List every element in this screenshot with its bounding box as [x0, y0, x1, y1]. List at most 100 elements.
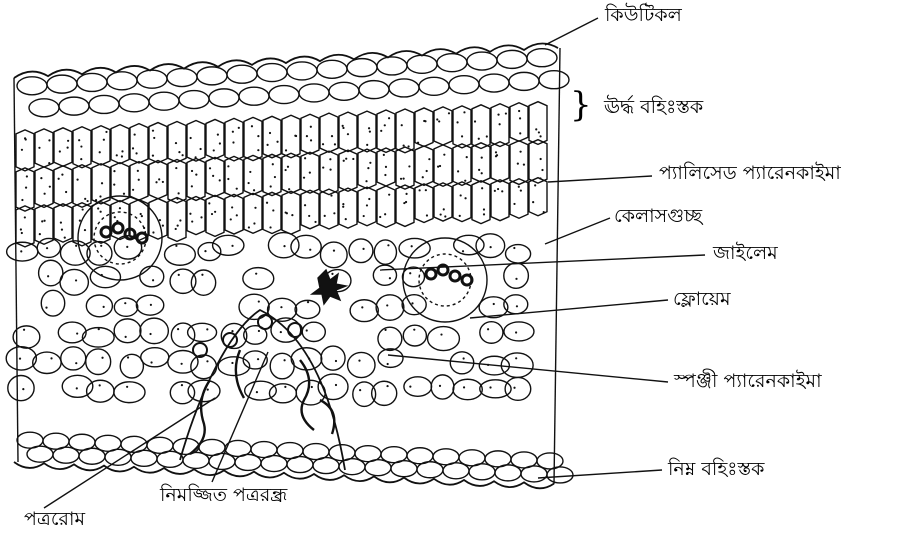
spongy-cell [218, 357, 250, 376]
spongy-cell [302, 322, 325, 341]
chloroplast [436, 118, 438, 120]
chloroplast [342, 206, 344, 208]
palisade-cell [187, 158, 205, 200]
chloroplast [75, 279, 77, 281]
spongy-cell [295, 300, 320, 318]
spongy-cell [114, 298, 137, 316]
chloroplast [121, 150, 123, 152]
spongy-cell [349, 239, 373, 263]
chloroplast [227, 178, 229, 180]
epidermis-cell [347, 59, 377, 77]
chloroplast [178, 192, 180, 194]
chloroplast [178, 151, 180, 153]
chloroplast [207, 389, 209, 391]
chloroplast [486, 135, 488, 137]
chloroplast [95, 199, 97, 201]
chloroplast [100, 245, 102, 247]
trichome-hair [320, 400, 334, 434]
palisade-cell [206, 157, 224, 196]
chloroplast [440, 333, 442, 335]
chloroplast [79, 220, 81, 222]
chloroplast [490, 246, 492, 248]
chloroplast [76, 178, 78, 180]
chloroplast [494, 190, 496, 192]
stoma [223, 333, 237, 347]
chloroplast [65, 191, 67, 193]
chloroplast [61, 173, 63, 175]
spongy-cell [269, 384, 296, 403]
chloroplast [150, 361, 152, 363]
lower-epidermis-cell [547, 467, 573, 483]
chloroplast [26, 175, 28, 177]
chloroplast [48, 139, 50, 141]
chloroplast [43, 220, 45, 222]
chloroplast [231, 362, 233, 364]
spongy-cell [61, 347, 86, 370]
chloroplast [59, 150, 61, 152]
epidermis-cell [77, 73, 107, 91]
palisade-cell [434, 183, 452, 221]
spongy-cell [453, 379, 482, 399]
chloroplast [38, 147, 40, 149]
spongy-cell [321, 346, 345, 370]
palisade-cell [187, 196, 205, 234]
spongy-cell [270, 353, 294, 378]
epidermis-cell [467, 52, 497, 70]
chloroplast [141, 215, 143, 217]
palisade-cell [377, 110, 395, 152]
chloroplast [82, 208, 84, 210]
chloroplast [369, 162, 371, 164]
spongy-cell [243, 268, 274, 290]
epidermis-cell [59, 97, 89, 115]
chloroplast [448, 112, 450, 114]
palisade-cell [415, 108, 433, 147]
chloroplast [411, 245, 413, 247]
chloroplast [99, 151, 101, 153]
chloroplast [78, 139, 80, 141]
chloroplast [417, 142, 419, 144]
chloroplast [21, 232, 23, 234]
chloroplast [100, 211, 102, 213]
chloroplast [439, 385, 441, 387]
chloroplast [518, 110, 520, 112]
epidermis-cell [257, 64, 287, 82]
epidermis-cell [209, 89, 239, 107]
chloroplast [231, 245, 233, 247]
chloroplast [523, 164, 525, 166]
chloroplast [308, 358, 310, 360]
spongy-cell [476, 234, 505, 258]
chloroplast [22, 388, 24, 390]
chloroplast [401, 124, 403, 126]
chloroplast [519, 151, 521, 153]
epidermis-cell [407, 55, 437, 73]
palisade-cell [320, 113, 338, 152]
spongy-cell [320, 242, 347, 268]
chloroplast [209, 167, 211, 169]
chloroplast [50, 357, 52, 359]
spongy-cell [428, 327, 460, 351]
epidermis-cell [239, 87, 269, 105]
chloroplast [463, 386, 465, 388]
spongy-cell [140, 266, 164, 287]
chloroplast [422, 176, 424, 178]
chloroplast [369, 131, 371, 133]
palisade-cell [453, 106, 471, 148]
chloroplast [543, 211, 545, 213]
xylem-vessel [137, 233, 147, 243]
chloroplast [80, 158, 82, 160]
leader-spongy [388, 355, 668, 382]
label-upper-epidermis: ঊর্দ্ধ বহিঃস্তক [604, 98, 703, 117]
epidermis-cell [107, 72, 137, 90]
chloroplast [39, 233, 41, 235]
spongy-cell [431, 375, 454, 399]
palisade-cell [263, 192, 281, 233]
chloroplast [483, 208, 485, 210]
chloroplast [103, 235, 105, 237]
spongy-cell [188, 323, 217, 341]
epidermis-cell [449, 76, 479, 94]
chloroplast [45, 307, 47, 309]
chloroplast [366, 144, 368, 146]
chloroplast [386, 304, 388, 306]
chloroplast [385, 166, 387, 168]
